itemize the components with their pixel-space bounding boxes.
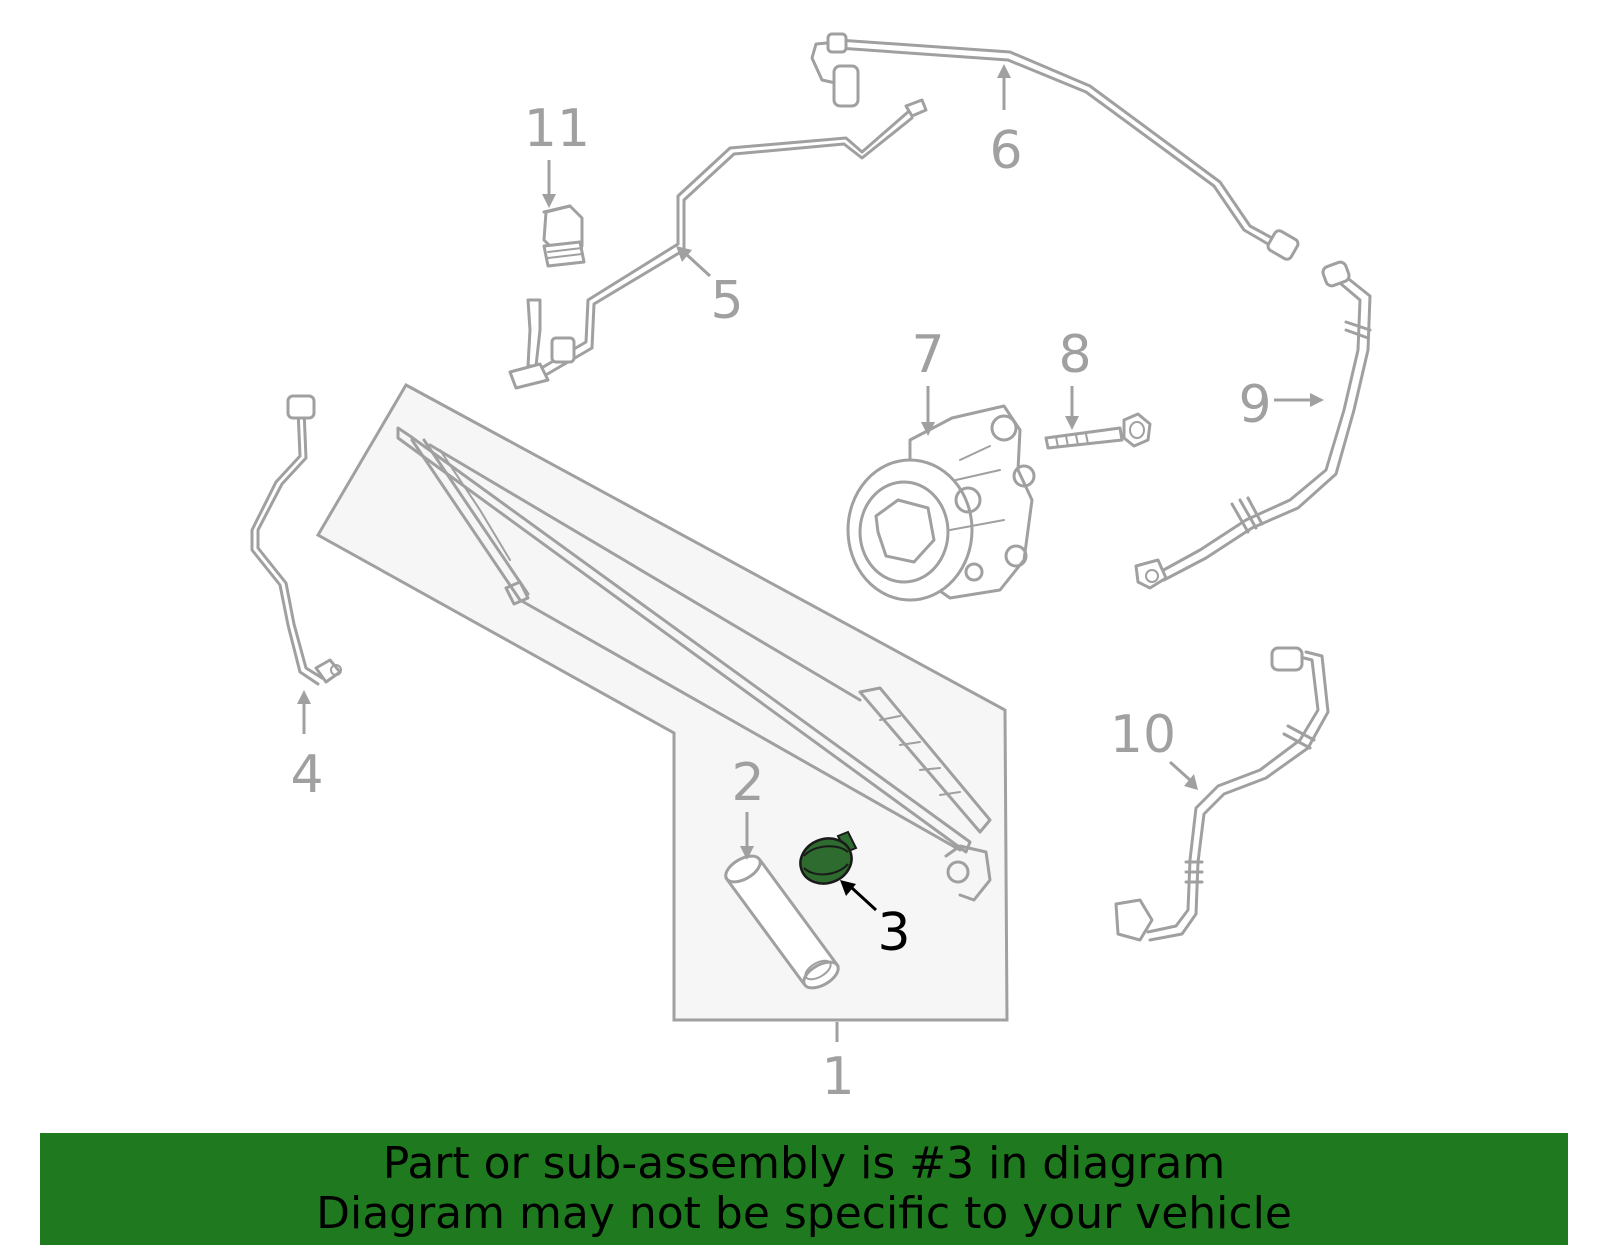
callout-label-11: 11 [524, 99, 590, 159]
callout-arrow-9 [1274, 393, 1324, 407]
receiver-drier [724, 854, 840, 990]
callout-arrow-3 [840, 880, 878, 912]
callout-label-6: 6 [989, 121, 1022, 181]
callout-label-7: 7 [911, 325, 944, 385]
callout-label-9: 9 [1238, 375, 1271, 435]
condenser-core [396, 426, 992, 902]
callout-label-4: 4 [290, 745, 323, 805]
liquid-line-part-4 [250, 394, 342, 686]
callout-arrow-2 [740, 812, 754, 860]
part-info-banner: Part or sub-assembly is #3 in diagram Di… [40, 1133, 1568, 1245]
callout-label-2: 2 [731, 753, 764, 813]
suction-line-part-6 [810, 32, 1300, 261]
compressor-part-7 [846, 404, 1036, 602]
callout-arrow-7 [921, 386, 935, 436]
callout-label-10: 10 [1110, 705, 1176, 765]
callout-arrow-5 [676, 246, 712, 278]
callout-label-5: 5 [710, 271, 743, 331]
callout-arrow-10 [1168, 760, 1198, 790]
callout-arrow-6 [997, 64, 1011, 110]
banner-line-part-number: Part or sub-assembly is #3 in diagram [382, 1138, 1226, 1189]
callout-arrow-11 [542, 160, 556, 208]
callout-label-1: 1 [821, 1047, 854, 1107]
hose-part-10 [1114, 646, 1330, 942]
callout-label-3: 3 [877, 903, 910, 963]
hose-part-9 [1134, 260, 1372, 590]
callout-arrow-8 [1065, 386, 1079, 430]
highlighted-part-3 [799, 830, 858, 885]
callout-label-8: 8 [1058, 325, 1091, 385]
pressure-switch-part-11 [542, 204, 586, 268]
callout-arrow-4 [297, 690, 311, 734]
discharge-line-part-5 [508, 98, 928, 390]
banner-line-disclaimer: Diagram may not be specific to your vehi… [316, 1188, 1292, 1239]
bolt-part-8 [1044, 412, 1152, 450]
